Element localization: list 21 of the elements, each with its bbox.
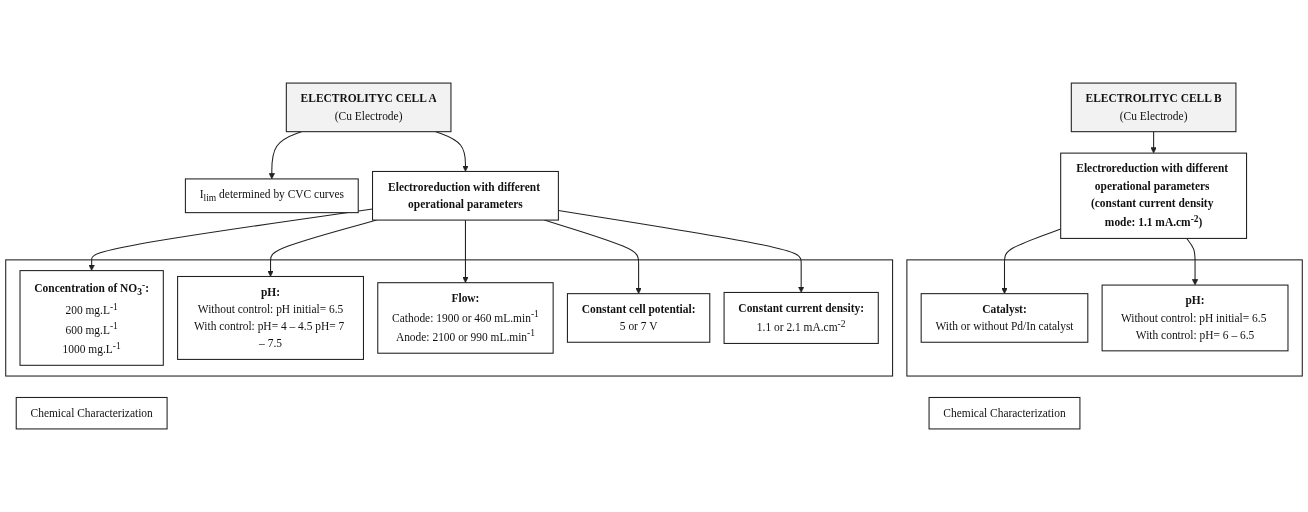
- node-box: Chemical Characterization: [928, 396, 1081, 430]
- node-box: Catalyst: With or without Pd/In catalyst: [920, 293, 1089, 343]
- arrow: [268, 131, 302, 180]
- node-box: ELECTROLITYC CELL A (Cu Electrode): [285, 82, 452, 133]
- node-box: ELECTROLITYC CELL B (Cu Electrode): [1070, 82, 1237, 133]
- node-box: Chemical Characterization: [15, 396, 168, 430]
- arrow: [435, 131, 469, 172]
- node-box: Constant current density: 1.1 or 2.1 mA.cm$^{-2}$: [723, 291, 879, 344]
- node-box: pH: Without control: pH initial= 6.5 With control: pH= 4 – 4.5 pH= 7 – 7.5: [177, 275, 364, 360]
- node-box: Electroreduction with different operational parameters: [372, 170, 559, 221]
- cluster: [906, 259, 1303, 377]
- node-box: pH: Without control: pH initial= 6.5 With control: pH= 6 – 6.5: [1101, 284, 1289, 352]
- arrow: [1150, 131, 1157, 154]
- arrow: [1186, 237, 1199, 286]
- node-box: Constant cell potential: 5 or 7 V: [566, 293, 711, 343]
- arrow: [462, 219, 469, 283]
- node-box: I$_{lim}$ determined by CVC curves: [184, 178, 359, 214]
- cluster: [5, 259, 894, 377]
- node-box: Flow: Cathode: 1900 or 460 mL.min$^{-1}$ Anode: 2100 or 990 mL.min$^{-1}$: [377, 282, 554, 354]
- node-box: Concentration of NO$_{3}$$^{-}$: 200 mg.L$^{-1}$ 600 mg.L$^{-1}$ 1000 mg.L$^{-1}$: [19, 270, 164, 366]
- node-box: Electroreduction with different operational parameters (constant current density mode: 1.1 mA.cm$^{-2}$): [1060, 152, 1248, 239]
